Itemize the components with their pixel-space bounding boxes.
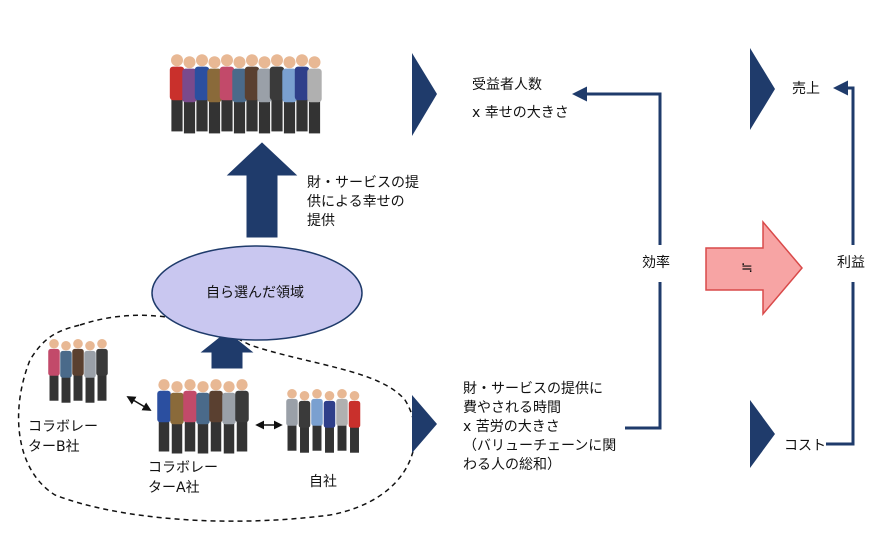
collab-b-label-line1: コラボレー — [28, 419, 98, 435]
time-text-line5: わる人の総和） — [463, 457, 561, 473]
time-text-line1: 財・サービスの提供に — [463, 381, 603, 397]
beneficiary-count-label: 受益者人数 — [472, 77, 542, 93]
provision-up-arrow — [226, 142, 298, 238]
people-group-icon — [48, 338, 108, 403]
happiness-size-label: x 幸せの大きさ — [472, 105, 569, 121]
triangle-pointer-top — [412, 53, 437, 136]
provision-text-line1: 財・サービスの提 — [307, 175, 419, 191]
collab-a-label-line2: ターA社 — [148, 480, 200, 496]
profit-connector-top — [833, 80, 855, 245]
collab-b-label-line2: ターB社 — [28, 439, 80, 455]
triangle-pointer-sales — [750, 48, 775, 130]
collab-a-label-line1: コラボレー — [148, 460, 218, 476]
efficiency-label: 効率 — [642, 255, 670, 271]
approx-equal-big-arrow — [705, 219, 803, 317]
profit-connector-bottom — [826, 282, 855, 446]
cost-label: コスト — [784, 438, 826, 454]
people-group-icon — [157, 379, 249, 454]
collab-b-to-a-arrow — [126, 396, 152, 411]
time-text-line3: x 苦労の大きさ — [463, 419, 560, 435]
profit-label: 利益 — [837, 255, 865, 271]
triangle-pointer-cost — [750, 400, 775, 468]
provision-text-line2: 供による幸せの — [307, 194, 405, 210]
efficiency-connector-bottom — [625, 282, 662, 430]
time-text-line4: （バリューチェーンに関 — [463, 438, 617, 454]
own-company-label: 自社 — [309, 474, 337, 490]
provision-text-line3: 提供 — [307, 213, 335, 229]
people-group-icon — [286, 388, 361, 453]
time-text-line2: 費やされる時間 — [463, 400, 561, 416]
triangle-pointer-bottom — [412, 395, 437, 453]
chosen-domain-label: 自ら選んだ領域 — [206, 285, 304, 301]
approx-equal-symbol: ≒ — [741, 260, 753, 276]
people-group-icon — [169, 54, 322, 134]
value-chain-dashed-boundary — [17, 314, 416, 522]
small-up-arrow — [200, 331, 254, 369]
efficiency-connector-top — [572, 86, 662, 245]
chosen-domain-ellipse — [151, 245, 363, 341]
sales-label: 売上 — [792, 81, 820, 97]
